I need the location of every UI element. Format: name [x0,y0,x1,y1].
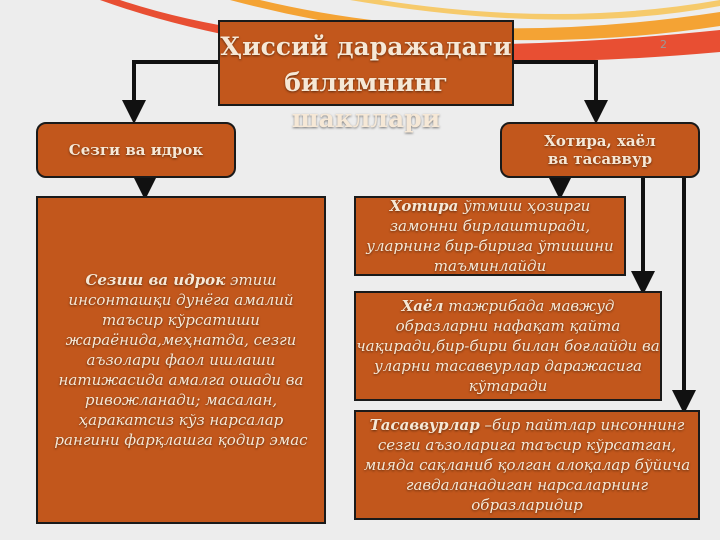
left-description: Сезиш ва идрок этиш инсонташқи дунёга ам… [36,196,326,524]
representation-text: –бир пайтлар инсоннинг сезги аъзоларига … [363,416,691,514]
branch-right-line-1: Хотира, хаёл [544,132,656,150]
title-line-1: Ҳиссий даражадаги [220,32,512,61]
branch-right-line-2: ва тасаввур [547,150,653,168]
memory-text: ўтмиш ҳозирги замонни бирлаштиради, улар… [366,197,614,275]
branch-left-label: Сезги ва идрок [36,122,236,178]
representation-term: Тасаввурлар [369,416,480,434]
representation-description: Тасаввурлар –бир пайтлар инсоннинг сезги… [354,410,700,520]
imagination-term: Хаёл [401,297,444,315]
decorative-swoosh [100,0,720,62]
branch-right-label: Хотира, хаёл ва тасаввур [500,122,700,178]
left-term: Сезиш ва идрок [85,271,226,289]
imagination-text: тажрибада мавжуд образларни нафақат қайт… [356,297,660,395]
imagination-description: Хаёл тажрибада мавжуд образларни нафақат… [354,291,662,401]
page-number: 2 [660,38,667,51]
memory-term: Хотира [389,197,459,215]
left-text: этиш инсонташқи дунёга амалий таъсир кўр… [54,271,308,449]
title-line-2: билимнинг шакллари [284,68,448,133]
memory-description: Хотира ўтмиш ҳозирги замонни бирлаштирад… [354,196,626,276]
diagram-title: Ҳиссий даражадаги билимнинг шакллари [218,20,514,133]
